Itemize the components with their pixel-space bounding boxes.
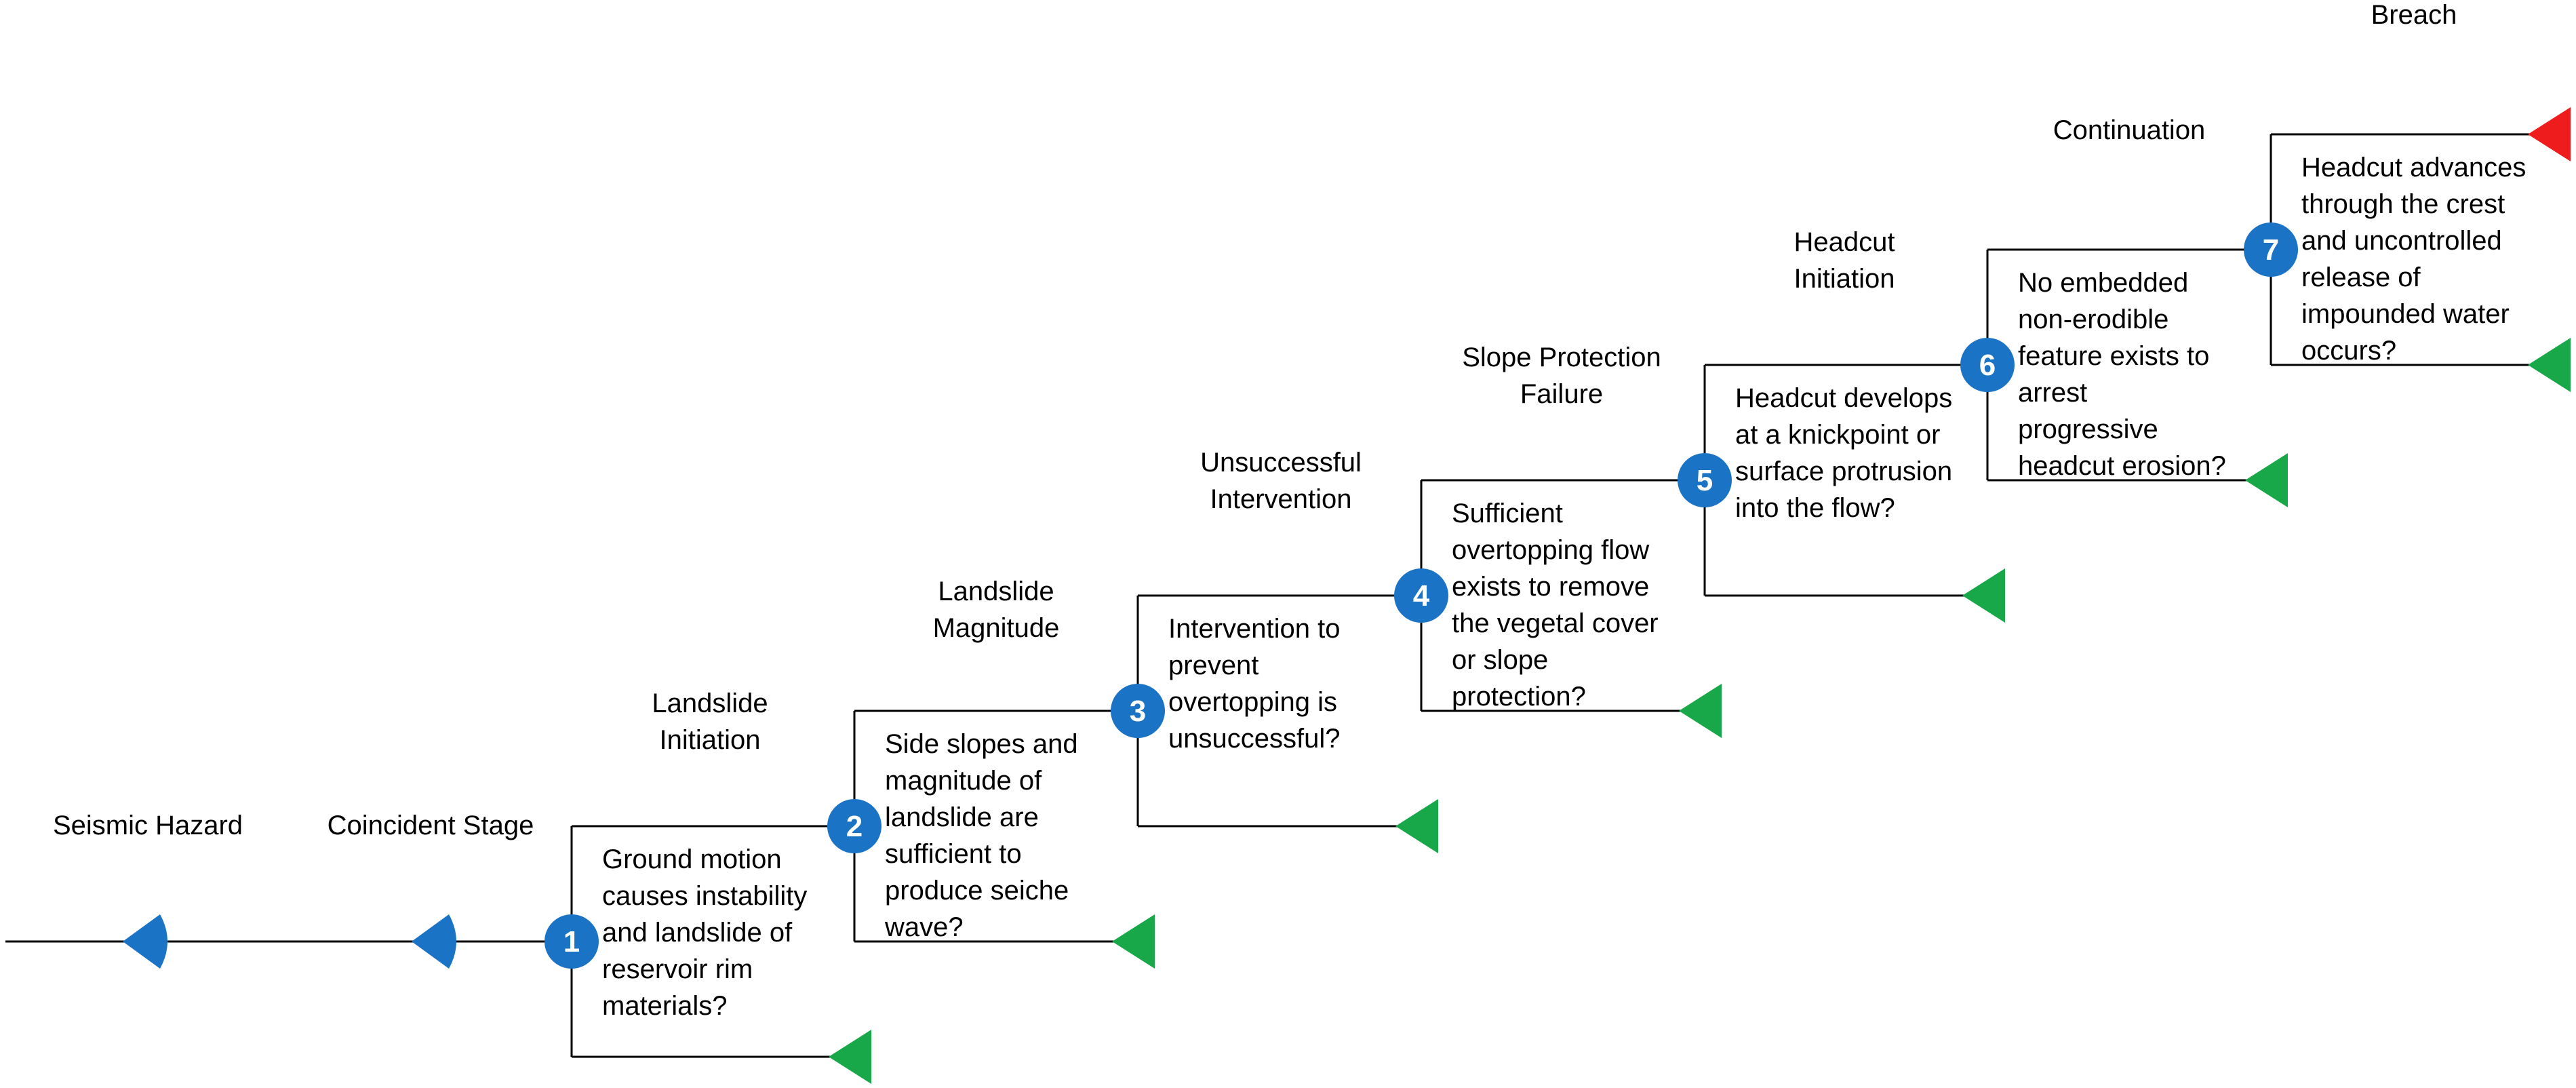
no-outcome-marker xyxy=(1962,568,2005,623)
node-circle xyxy=(827,799,881,853)
seismic-hazard-marker xyxy=(123,914,167,969)
node-circle xyxy=(1111,684,1165,738)
hazard-label: Seismic Hazard xyxy=(52,811,243,840)
no-outcome-marker xyxy=(1679,684,1722,738)
node-circle xyxy=(1678,453,1732,507)
breach-marker xyxy=(2528,107,2571,161)
no-outcome-marker xyxy=(1395,799,1438,853)
node-number: 7 xyxy=(2263,233,2279,267)
stage-label: Breach xyxy=(2371,0,2457,30)
node-number: 3 xyxy=(1130,695,1146,728)
stage-label: Continuation xyxy=(2053,115,2206,145)
node-number: 1 xyxy=(563,925,580,958)
no-outcome-marker xyxy=(829,1030,871,1084)
hazard-label: Coincident Stage xyxy=(327,811,534,840)
tree-nodes: 1 2 3 4 5 6 7 xyxy=(544,222,2298,969)
node-circle xyxy=(1960,338,2015,392)
no-outcome-marker xyxy=(2245,453,2288,507)
no-outcome-marker xyxy=(1112,914,1155,969)
coincident-stage-marker xyxy=(412,914,456,969)
node-circle xyxy=(1394,568,1448,623)
node-number: 5 xyxy=(1697,464,1713,497)
no-outcome-marker xyxy=(2528,338,2571,392)
node-circle xyxy=(2244,222,2298,277)
node-number: 2 xyxy=(846,810,863,843)
node-number: 6 xyxy=(1979,349,1996,382)
node-circle xyxy=(544,914,599,969)
tree-markers xyxy=(123,107,2571,1084)
node-number: 4 xyxy=(1413,579,1430,613)
